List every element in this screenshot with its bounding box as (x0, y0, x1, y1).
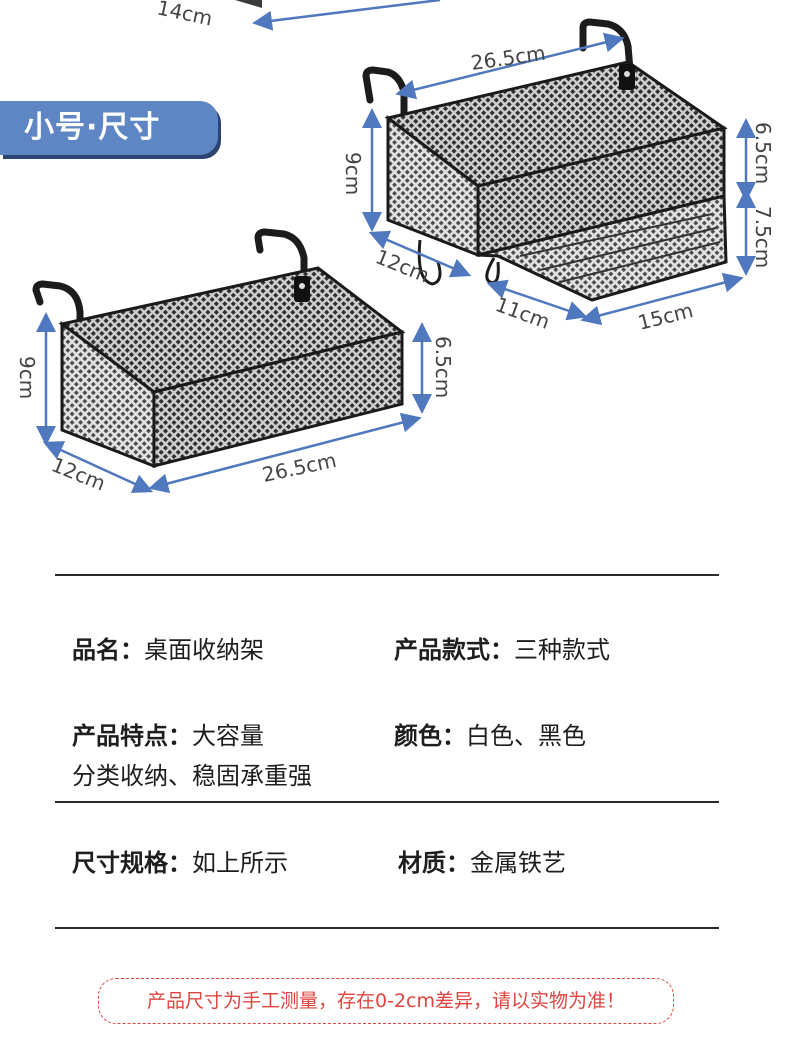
spec-size: 尺寸规格：如上所示 (72, 843, 288, 878)
dim-top-cut: 14cm (155, 0, 215, 31)
spec-size-value: 如上所示 (192, 849, 288, 877)
spec-color: 颜色：白色、黑色 (394, 716, 586, 751)
size-section-tab: 小号·尺寸 (0, 101, 218, 155)
spec-feature-value: 大容量 (192, 722, 264, 750)
arrow-small-depth (42, 441, 154, 493)
dim-large-inner-depth: 11cm (492, 292, 553, 334)
arrow-large-depth (368, 230, 472, 278)
arrow-large-inner-depth (486, 279, 588, 321)
small-rack (32, 228, 406, 469)
dim-small-width: 26.5cm (260, 448, 338, 487)
divider-middle (55, 801, 719, 803)
spec-material-key: 材质： (398, 849, 470, 877)
spec-name-key: 品名： (72, 636, 144, 664)
arrow-large-width (395, 32, 625, 100)
dim-large-upper-height: 6.5cm (751, 122, 775, 184)
spec-style-key: 产品款式： (394, 636, 514, 664)
spec-color-value: 白色、黑色 (466, 722, 586, 750)
size-section-label: 小号·尺寸 (24, 110, 161, 145)
dim-small-height: 9cm (15, 356, 39, 399)
spec-name: 品名：桌面收纳架 (72, 630, 264, 665)
spec-name-value: 桌面收纳架 (144, 636, 264, 664)
hook-left-large (362, 66, 408, 122)
spec-style: 产品款式：三种款式 (394, 630, 610, 665)
spec-style-value: 三种款式 (514, 636, 610, 664)
spec-size-key: 尺寸规格： (72, 849, 192, 877)
spec-feature-key: 产品特点： (72, 722, 192, 750)
spec-color-key: 颜色： (394, 722, 466, 750)
spec-material-value: 金属铁艺 (470, 849, 566, 877)
dim-large-height: 9cm (341, 152, 365, 195)
measurement-notice: 产品尺寸为手工测量，存在0-2cm差异，请以实物为准！ (98, 978, 674, 1024)
dim-large-depth: 12cm (372, 244, 433, 287)
dim-large-width: 26.5cm (469, 41, 547, 75)
divider-top (55, 574, 719, 576)
dim-large-lower-height: 7.5cm (751, 206, 775, 268)
spec-material: 材质：金属铁艺 (398, 843, 566, 878)
dim-small-front-height: 6.5cm (431, 336, 455, 398)
hook-left-small (32, 280, 84, 334)
hook-right-small (254, 228, 308, 286)
hook-right-large (579, 18, 634, 74)
arrow-small-width (148, 412, 422, 494)
arrow-large-inner-width (580, 272, 744, 326)
large-rack (362, 18, 728, 302)
product-dimension-illustration: 14cm 26.5cm 9c (15, 0, 775, 496)
spec-feature-line2: 分类收纳、稳固承重强 (72, 762, 312, 790)
cropped-previous-illustration: 14cm (155, 0, 441, 31)
divider-bottom (55, 927, 719, 929)
spec-feature: 产品特点：大容量 (72, 716, 264, 751)
